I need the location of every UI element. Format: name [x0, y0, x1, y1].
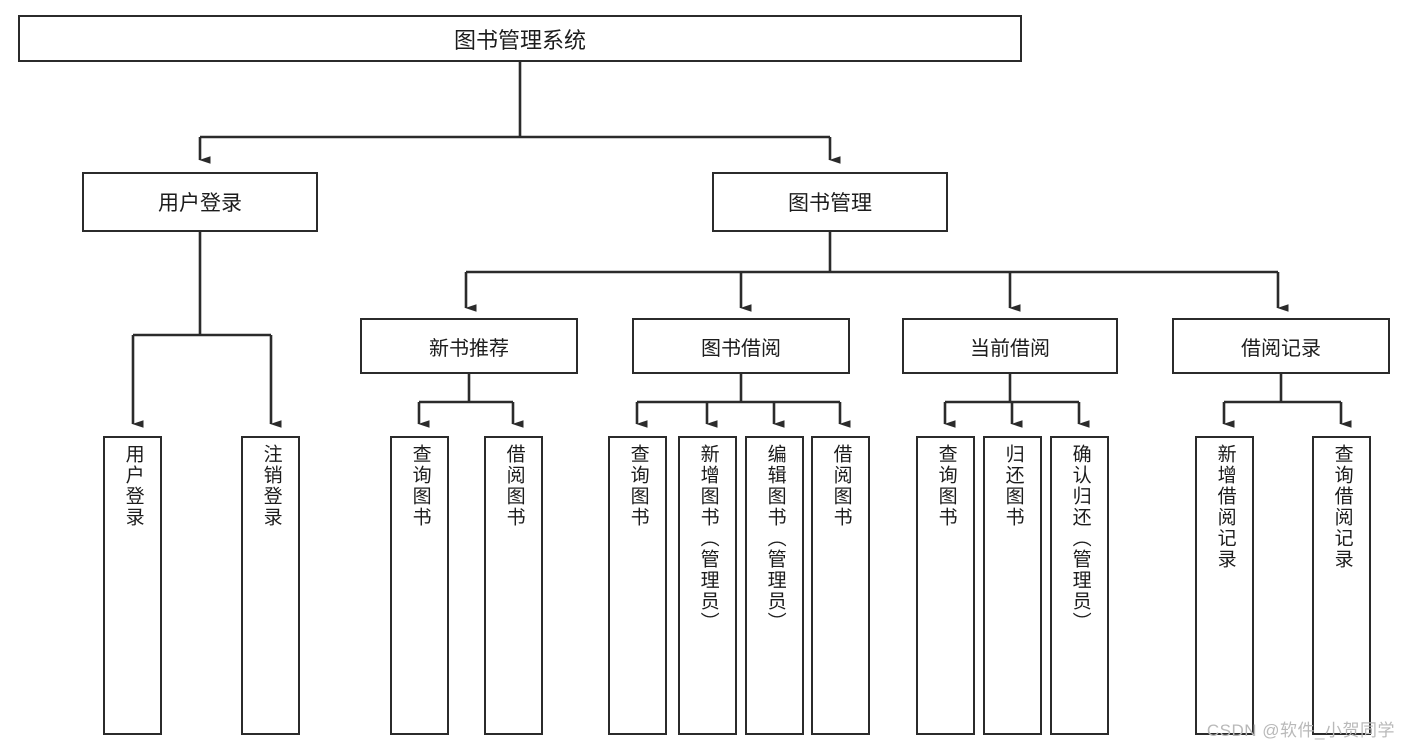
node-current-borrow[interactable]: 当前借阅: [902, 318, 1118, 374]
node-book-management-label: 图书管理: [788, 192, 872, 215]
leaf-current-borrow-0[interactable]: 查询图书: [916, 436, 975, 735]
leaf-book-borrow-3[interactable]: 借阅图书: [811, 436, 870, 735]
node-borrow-record[interactable]: 借阅记录: [1172, 318, 1390, 374]
leaf-new-book-recommend-0[interactable]: 查询图书: [390, 436, 449, 735]
leaf-label: 新增图书（管理员）: [697, 444, 719, 633]
node-user-login[interactable]: 用户登录: [82, 172, 318, 232]
leaf-new-book-recommend-1[interactable]: 借阅图书: [484, 436, 543, 735]
leaf-label: 查询借阅记录: [1331, 444, 1353, 570]
leaf-label: 借阅图书: [830, 444, 852, 528]
leaf-label: 查询图书: [627, 444, 649, 528]
leaf-label: 用户登录: [122, 444, 144, 528]
node-book-borrow[interactable]: 图书借阅: [632, 318, 850, 374]
leaf-current-borrow-2[interactable]: 确认归还（管理员）: [1050, 436, 1109, 735]
leaf-label: 注销登录: [260, 444, 282, 528]
leaf-book-borrow-2[interactable]: 编辑图书（管理员）: [745, 436, 804, 735]
node-borrow-record-label: 借阅记录: [1241, 337, 1321, 360]
node-book-management[interactable]: 图书管理: [712, 172, 948, 232]
leaf-book-borrow-0[interactable]: 查询图书: [608, 436, 667, 735]
node-root-label: 图书管理系统: [453, 27, 586, 53]
leaf-label: 查询图书: [935, 444, 957, 528]
leaf-current-borrow-1[interactable]: 归还图书: [983, 436, 1042, 735]
leaf-borrow-record-1[interactable]: 查询借阅记录: [1312, 436, 1371, 735]
leaf-label: 查询图书: [409, 444, 431, 528]
leaf-book-borrow-1[interactable]: 新增图书（管理员）: [678, 436, 737, 735]
leaf-user-login-1[interactable]: 注销登录: [241, 436, 300, 735]
node-current-borrow-label: 当前借阅: [970, 337, 1050, 360]
node-root[interactable]: 图书管理系统: [18, 15, 1022, 62]
node-new-book-recommend[interactable]: 新书推荐: [360, 318, 578, 374]
leaf-label: 确认归还（管理员）: [1069, 444, 1091, 633]
leaf-label: 借阅图书: [503, 444, 525, 528]
leaf-user-login-0[interactable]: 用户登录: [103, 436, 162, 735]
leaf-borrow-record-0[interactable]: 新增借阅记录: [1195, 436, 1254, 735]
leaf-label: 新增借阅记录: [1214, 444, 1236, 570]
watermark: CSDN @软件_小贺同学: [1206, 721, 1395, 740]
node-user-login-label: 用户登录: [158, 192, 242, 215]
node-book-borrow-label: 图书借阅: [701, 337, 781, 360]
leaf-label: 归还图书: [1002, 444, 1024, 528]
node-new-book-recommend-label: 新书推荐: [429, 337, 509, 360]
leaf-label: 编辑图书（管理员）: [764, 444, 786, 633]
